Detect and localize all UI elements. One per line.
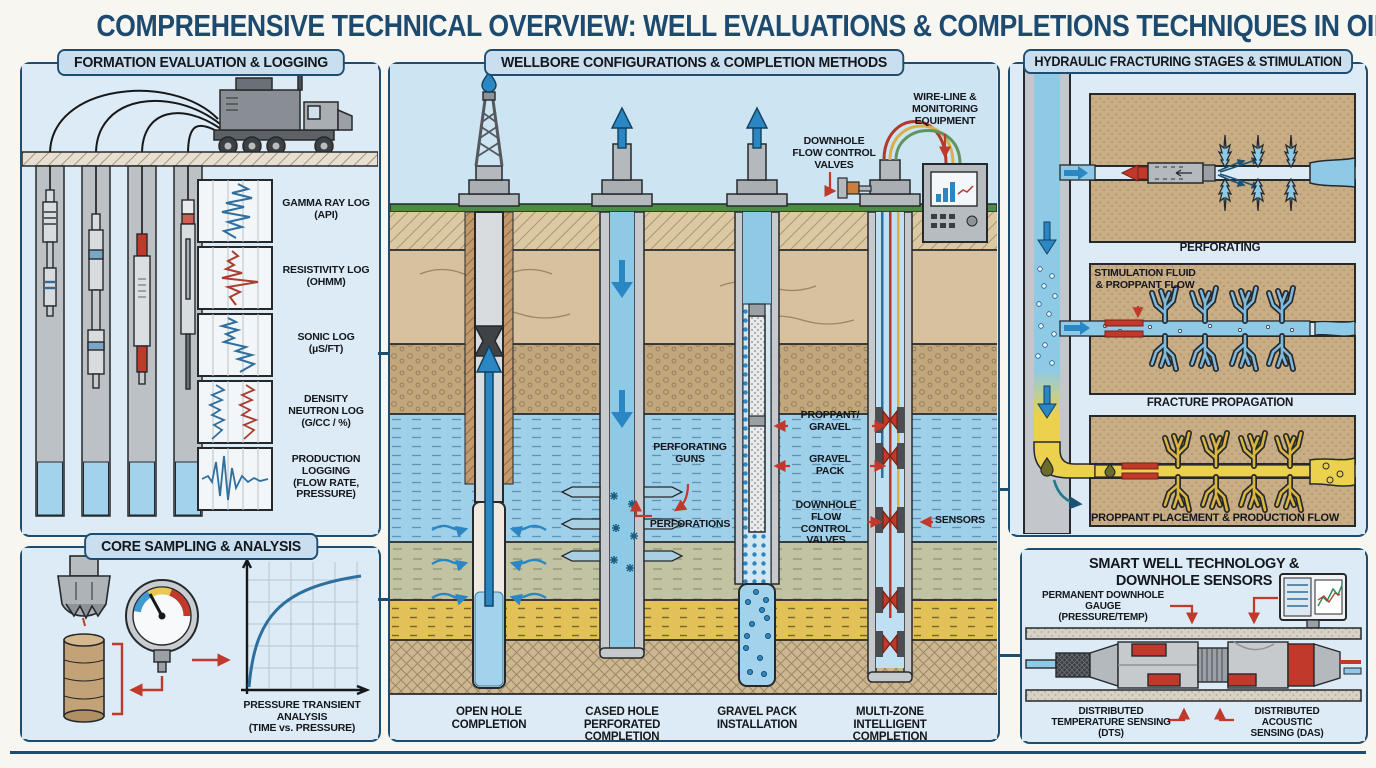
panel-formation-evaluation: FORMATION EVALUATION & LOGGING bbox=[20, 49, 381, 537]
callout-downhole-valves-bottom: DOWNHOLE FLOW CONTROL VALVES bbox=[795, 499, 857, 547]
monitor-icon bbox=[1279, 573, 1347, 634]
horizontal-casing bbox=[1025, 627, 1362, 702]
panel-wellbore-configurations: WELLBORE CONFIGURATIONS & COMPLETION MET… bbox=[388, 49, 1000, 744]
multi-zone-well bbox=[867, 211, 913, 683]
smart-completion-tool bbox=[1025, 641, 1362, 689]
connector-core-wellbore bbox=[378, 598, 389, 601]
core-panel-title: CORE SAMPLING & ANALYSIS bbox=[83, 533, 318, 560]
connector-formation-wellbore bbox=[378, 352, 389, 355]
das-label: DISTRIBUTED ACOUSTIC SENSING (DAS) bbox=[1250, 706, 1324, 740]
stage-proppant-placement bbox=[1052, 415, 1356, 527]
log-label-production: PRODUCTION LOGGING (FLOW RATE, PRESSURE) bbox=[291, 453, 361, 501]
callout-perforating-guns: PERFORATING GUNS bbox=[653, 441, 727, 465]
core-sample-icon bbox=[63, 633, 105, 723]
cased-perforated-well bbox=[560, 211, 684, 659]
method-open-hole: OPEN HOLE COMPLETION bbox=[451, 706, 527, 731]
method-multi-zone: MULTI-ZONE INTELLIGENT COMPLETION bbox=[852, 706, 928, 744]
core-illustration bbox=[22, 548, 378, 739]
method-gravel-pack: GRAVEL PACK INSTALLATION bbox=[716, 706, 798, 731]
surface-flow-arrows bbox=[610, 106, 769, 149]
stage2-label: STIMULATION FLUID & PROPPANT FLOW bbox=[1094, 267, 1196, 291]
logging-tool-icons bbox=[42, 189, 196, 390]
droplet-icon bbox=[481, 70, 497, 93]
smartwell-illustration bbox=[1022, 550, 1365, 741]
fracturing-panel-title: HYDRAULIC FRACTURING STAGES & STIMULATIO… bbox=[1023, 49, 1353, 74]
callout-gravel-pack: GRAVEL PACK bbox=[809, 453, 851, 477]
log-label-resistivity: RESISTIVITY LOG (OHMM) bbox=[282, 264, 370, 288]
panel-hydraulic-fracturing: HYDRAULIC FRACTURING STAGES & STIMULATIO… bbox=[1008, 49, 1368, 537]
bottom-frame-line bbox=[10, 751, 1366, 754]
pressure-transient-chart bbox=[241, 557, 371, 696]
wellbore-panel-title: WELLBORE CONFIGURATIONS & COMPLETION MET… bbox=[484, 49, 904, 76]
log-label-gamma: GAMMA RAY LOG (API) bbox=[282, 197, 370, 221]
stage-perforating bbox=[1059, 93, 1356, 243]
pdg-label: PERMANENT DOWNHOLE GAUGE (PRESSURE/TEMP) bbox=[1042, 590, 1164, 624]
stage3-caption: PROPPANT PLACEMENT & PRODUCTION FLOW bbox=[1090, 512, 1340, 524]
panel-core-sampling: CORE SAMPLING & ANALYSIS bbox=[20, 533, 381, 742]
callout-wireline-equipment: WIRE-LINE & MONITORING EQUIPMENT bbox=[911, 91, 979, 127]
method-cased-hole: CASED HOLE PERFORATED COMPLETION bbox=[583, 706, 661, 744]
panel-smart-well: SMART WELL TECHNOLOGY & DOWNHOLE SENSORS… bbox=[1020, 548, 1368, 744]
ground-surface bbox=[22, 151, 378, 167]
stage-fracture-propagation bbox=[1059, 263, 1356, 395]
gravel-pack-well bbox=[734, 211, 780, 687]
oil-drop-icon bbox=[1040, 456, 1054, 477]
open-hole-well bbox=[431, 211, 547, 689]
formation-panel-title: FORMATION EVALUATION & LOGGING bbox=[56, 49, 345, 76]
log-tracks bbox=[197, 179, 273, 511]
pressure-gauge-icon bbox=[125, 579, 199, 673]
callout-perforations: PERFORATIONS bbox=[649, 518, 731, 530]
drill-bit-icon bbox=[57, 555, 111, 627]
smartwell-leaders bbox=[1168, 596, 1278, 722]
wireline-cables bbox=[49, 89, 223, 155]
core-chart-caption: PRESSURE TRANSIENT ANALYSIS (TIME vs. PR… bbox=[243, 699, 361, 735]
stage2-caption: FRACTURE PROPAGATION bbox=[1146, 397, 1294, 409]
boreholes bbox=[35, 165, 203, 517]
callout-proppant-gravel: PROPPANT/ GRAVEL bbox=[800, 409, 860, 433]
dts-label: DISTRIBUTED TEMPERATURE SENSING (DTS) bbox=[1051, 706, 1171, 740]
formation-illustration bbox=[22, 64, 378, 534]
callout-leaders bbox=[629, 134, 952, 529]
log-label-sonic: SONIC LOG (µS/FT) bbox=[297, 331, 355, 355]
callout-downhole-valves-top: DOWNHOLE FLOW CONTROL VALVES bbox=[792, 135, 876, 171]
derrick-icon bbox=[474, 70, 504, 167]
connector-wellbore-fracturing bbox=[998, 488, 1009, 491]
smartwell-panel-title: SMART WELL TECHNOLOGY & DOWNHOLE SENSORS bbox=[1088, 556, 1300, 589]
stage1-caption: PERFORATING bbox=[1179, 242, 1261, 254]
wellbore-illustration bbox=[390, 64, 997, 739]
page-title: COMPREHENSIVE TECHNICAL OVERVIEW: WELL E… bbox=[96, 8, 1376, 43]
core-leader-lines bbox=[112, 642, 231, 716]
logging-truck-icon bbox=[213, 73, 353, 156]
connector-wellbore-smartwell bbox=[998, 654, 1021, 657]
vertical-wellbore bbox=[1023, 64, 1096, 534]
wellheads bbox=[458, 143, 921, 207]
callout-sensors: SENSORS bbox=[935, 514, 985, 526]
monitoring-cabinet-icon bbox=[922, 163, 988, 243]
fracturing-illustration bbox=[1010, 64, 1365, 534]
surface-valve-icon bbox=[837, 177, 872, 199]
log-label-density-neutron: DENSITY NEUTRON LOG (G/CC / %) bbox=[288, 393, 364, 429]
